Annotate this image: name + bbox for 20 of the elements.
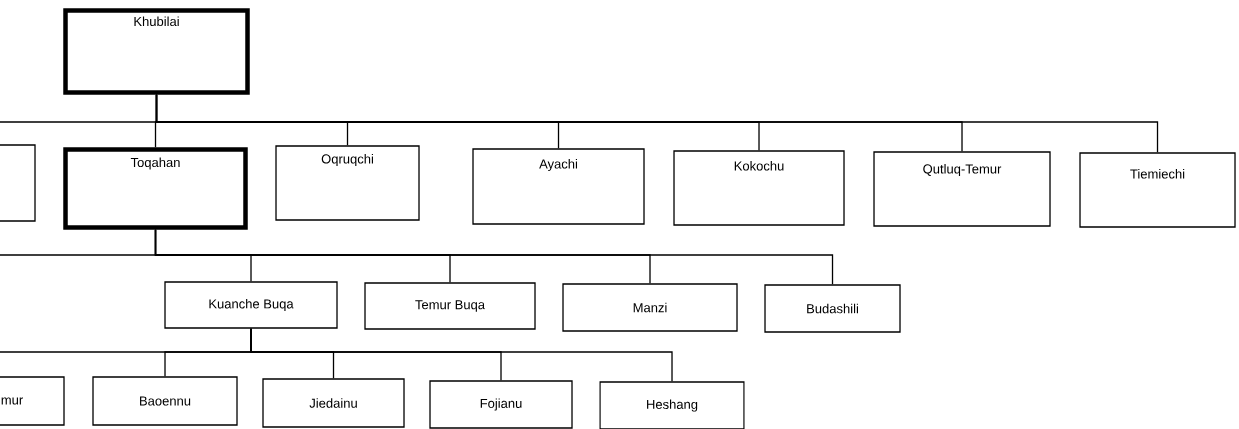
person-box: Khubilai (63, 8, 250, 95)
person-box: Temur Buqa (364, 282, 536, 330)
empty-box (0, 144, 36, 222)
connector-line (154, 229, 834, 285)
person-box: Baoennu (92, 376, 238, 426)
person-box: Fojianu (429, 380, 573, 429)
person-box: Kuanche Buqa (164, 281, 338, 329)
person-box: Jiedainu (262, 378, 405, 428)
person-box: Oqruqchi (275, 145, 420, 221)
person-box: Kokochu (673, 150, 845, 226)
connector-line (155, 94, 1159, 153)
person-box: Qutluq-Temur (873, 151, 1051, 227)
person-box: mur (0, 376, 65, 426)
person-box: Heshang (599, 381, 745, 429)
person-box: Budashili (764, 284, 901, 333)
connector-line (250, 328, 673, 382)
person-box: Ayachi (472, 148, 645, 225)
person-box: Tiemiechi (1079, 152, 1236, 228)
person-box: Manzi (562, 283, 738, 332)
person-box: Toqahan (63, 147, 248, 230)
